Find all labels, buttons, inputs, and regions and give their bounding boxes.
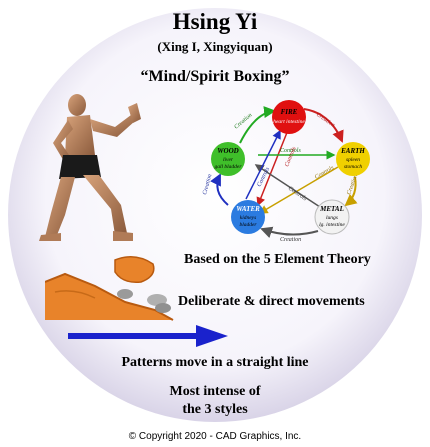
control-arrow-metal-wood	[254, 164, 321, 208]
point-deliberate-movements: Deliberate & direct movements	[178, 294, 365, 309]
element-fire-name: FIRE	[281, 108, 298, 116]
element-wood-name: WOOD	[217, 147, 238, 155]
point-most-intense-line2: the 3 styles	[182, 402, 248, 417]
tagline: “Mind/Spirit Boxing”	[140, 68, 290, 85]
element-wood-organs2: gall bladder	[214, 164, 242, 170]
label-creation-metal-water: Creation	[280, 237, 301, 243]
point-straight-line-patterns: Patterns move in a straight line	[121, 355, 309, 370]
creation-arrow-wood-fire	[239, 106, 276, 144]
element-wood-node: WOOD liver gall bladder	[211, 142, 245, 176]
copyright-text: Copyright 2020 - CAD Graphics, Inc.	[138, 431, 302, 442]
creation-arrow-water-wood	[210, 173, 229, 206]
label-controls-earth-water: Controls	[314, 165, 336, 181]
control-arrow-water-fire	[245, 129, 281, 200]
element-wood-organs1: liver	[223, 157, 234, 163]
element-metal-node: METAL lungs lg. intestine	[314, 199, 350, 235]
label-creation-earth-metal: Creation	[346, 174, 359, 196]
control-arrow-earth-water	[258, 166, 339, 214]
element-water-organs1: kidneys	[240, 215, 257, 221]
element-metal-organs1: lungs	[326, 215, 338, 221]
label-creation-wood-fire: Creation	[233, 112, 253, 130]
element-earth-name: EARTH	[340, 147, 365, 155]
label-controls-wood-earth: Controls	[280, 148, 301, 154]
creation-arrow-fire-earth	[303, 108, 344, 143]
label-controls-metal-wood: Controls	[287, 186, 308, 203]
page-subtitle: (Xing I, Xingyiquan)	[157, 39, 273, 54]
element-water-name: WATER	[236, 205, 260, 213]
five-element-cycle-diagram: Creation Creation Creation Creation Crea…	[202, 100, 370, 243]
element-fire-organs: heart intestine	[273, 119, 305, 125]
element-earth-node: EARTH spleen stomach	[336, 142, 370, 176]
straight-line-arrow-icon	[68, 325, 228, 347]
element-metal-name: METAL	[319, 205, 344, 213]
element-fire-node: FIRE heart intestine	[272, 100, 306, 134]
point-five-element-theory: Based on the 5 Element Theory	[184, 252, 371, 267]
label-creation-water-wood: Creation	[202, 174, 213, 196]
fighter-figure-icon	[39, 94, 141, 241]
rocks-illustration-icon	[45, 256, 174, 321]
control-arrow-fire-metal	[256, 129, 289, 207]
creation-arrow-earth-metal	[344, 176, 358, 207]
page-title: Hsing Yi	[172, 9, 258, 34]
element-water-organs2: bladder	[239, 222, 257, 228]
element-water-node: WATER kidneys bladder	[231, 200, 265, 234]
copyright-icon: ©	[128, 431, 137, 442]
point-most-intense-line1: Most intense of	[169, 384, 261, 399]
copyright-notice: © Copyright 2020 - CAD Graphics, Inc.	[0, 431, 430, 442]
label-creation-fire-earth: Creation	[315, 112, 336, 129]
background-circle	[8, 8, 422, 422]
element-metal-organs2: lg. intestine	[319, 222, 345, 228]
element-earth-organs1: spleen	[346, 157, 360, 163]
creation-arrow-metal-water	[260, 226, 319, 239]
element-earth-organs2: stomach	[344, 164, 363, 170]
